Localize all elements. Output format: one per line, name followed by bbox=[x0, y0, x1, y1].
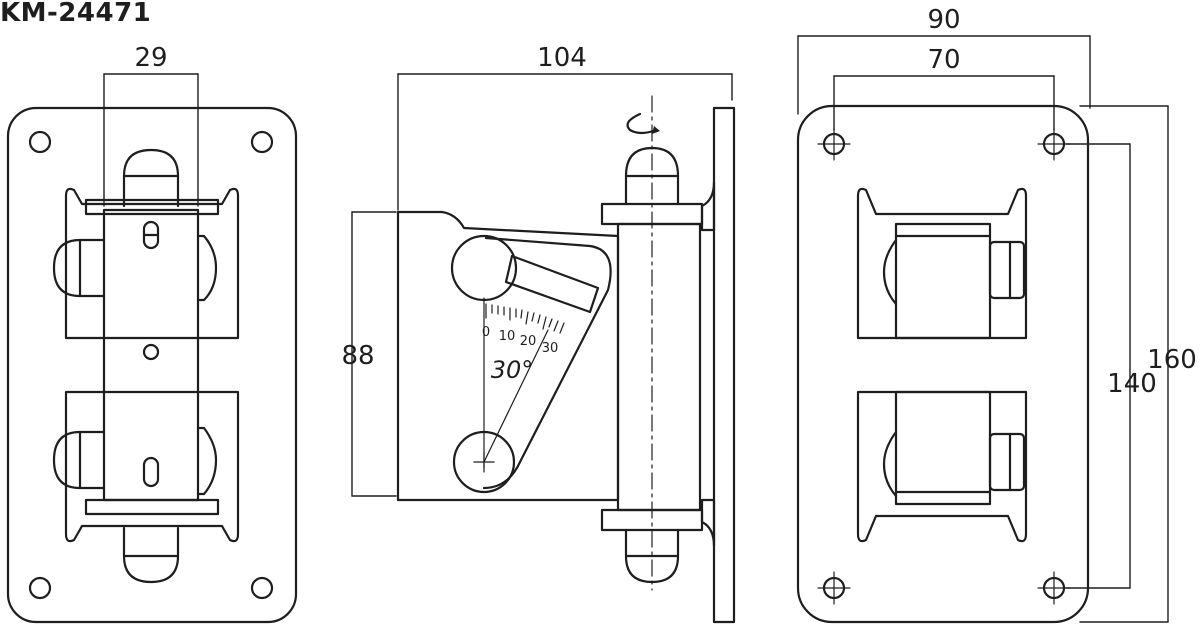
side-depth-label: 104 bbox=[537, 43, 587, 73]
front-top-knob bbox=[122, 148, 180, 208]
front-right-knob-lower bbox=[196, 426, 218, 496]
back-lower-left-knob bbox=[882, 430, 898, 498]
back-lower-bracket bbox=[856, 390, 1028, 543]
back-lower-right-knob bbox=[988, 432, 1026, 492]
side-bottom-knob bbox=[624, 528, 680, 584]
back-upper-right-knob bbox=[988, 240, 1026, 300]
back-lower-block bbox=[894, 390, 992, 506]
back-width-label: 90 bbox=[927, 5, 960, 35]
side-upper-knob bbox=[450, 234, 518, 302]
side-height-label: 88 bbox=[341, 341, 374, 371]
front-mount-hole-tl bbox=[28, 130, 52, 154]
back-mount-hole-br bbox=[1037, 571, 1071, 605]
back-hole-spacing-x-label: 70 bbox=[927, 45, 960, 75]
scale-tick-30: 30 bbox=[542, 341, 559, 356]
front-left-knob-lower bbox=[52, 430, 106, 490]
front-bottom-knob bbox=[122, 526, 180, 584]
side-lower-web bbox=[700, 498, 716, 548]
front-center-cap-bottom bbox=[84, 498, 220, 516]
front-center-column bbox=[102, 208, 200, 502]
back-mount-hole-bl bbox=[817, 571, 851, 605]
side-scale-plate bbox=[482, 236, 612, 490]
back-upper-block bbox=[894, 222, 992, 340]
side-rotation-arrow bbox=[626, 112, 658, 135]
back-upper-left-knob bbox=[882, 238, 898, 306]
side-rotation-arrowhead bbox=[652, 126, 660, 134]
side-upper-web bbox=[700, 180, 716, 232]
side-angle-line bbox=[483, 329, 549, 463]
front-upper-bracket bbox=[64, 187, 240, 340]
back-hole-spacing-y-label: 140 bbox=[1107, 369, 1157, 399]
side-view: 0 10 20 30 30° 104 88 bbox=[341, 43, 736, 624]
front-center-hole bbox=[142, 343, 160, 361]
side-scale-ticks bbox=[485, 303, 565, 334]
back-height-label: 160 bbox=[1147, 345, 1197, 375]
back-mount-hole-tr bbox=[1037, 127, 1071, 161]
front-view: 29 bbox=[6, 43, 298, 624]
scale-tick-0: 0 bbox=[482, 325, 490, 340]
scale-tick-20: 20 bbox=[520, 334, 537, 349]
angle-label: 30° bbox=[491, 356, 534, 384]
scale-tick-10: 10 bbox=[499, 329, 516, 344]
front-lower-bracket bbox=[64, 390, 240, 543]
front-mount-hole-tr bbox=[250, 130, 274, 154]
back-view: 90 70 160 140 bbox=[796, 5, 1197, 624]
front-mount-hole-br bbox=[250, 576, 274, 600]
side-hinge-barrel bbox=[616, 222, 702, 512]
model-title: KM-24471 bbox=[0, 0, 152, 28]
front-width-label: 29 bbox=[134, 43, 167, 73]
side-top-knob bbox=[624, 146, 680, 206]
front-right-knob-upper bbox=[196, 234, 218, 302]
back-upper-bracket bbox=[856, 187, 1028, 340]
front-slot-bottom bbox=[142, 456, 160, 488]
front-center-cap-top bbox=[84, 198, 220, 216]
back-mount-hole-tl bbox=[817, 127, 851, 161]
front-left-knob-upper bbox=[52, 238, 106, 298]
back-plate bbox=[796, 104, 1090, 624]
side-scale-band bbox=[504, 254, 600, 314]
side-arm-body bbox=[396, 210, 620, 502]
side-wall-plate bbox=[712, 106, 736, 624]
front-plate bbox=[6, 106, 298, 624]
front-mount-hole-bl bbox=[28, 576, 52, 600]
